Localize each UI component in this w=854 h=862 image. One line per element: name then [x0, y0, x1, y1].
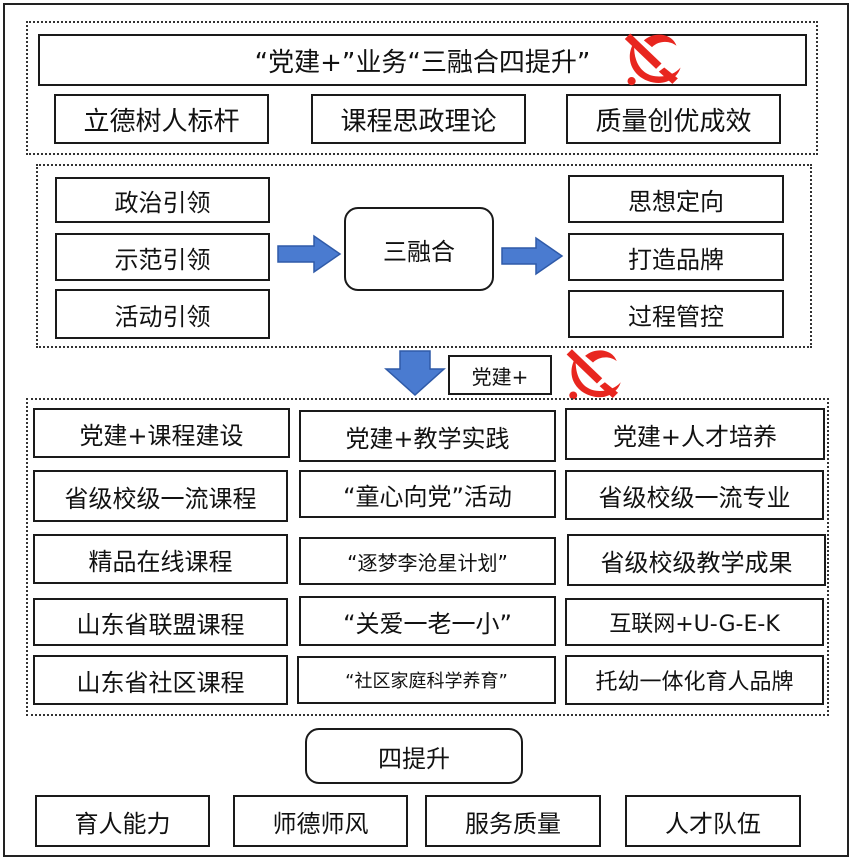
column-2-item-1: “童心向党”活动: [299, 470, 556, 518]
party-emblem-icon: [566, 349, 621, 400]
fusion-center: 三融合: [344, 207, 494, 291]
four-item-4: 人才队伍: [625, 795, 801, 847]
four-title: 四提升: [305, 728, 523, 784]
column-3-item-2: 省级校级教学成果: [567, 534, 826, 586]
column-2-item-3: “关爱一老一小”: [299, 596, 556, 646]
column-3-head: 党建+人才培养: [565, 408, 825, 460]
fusion-right-1: 思想定向: [568, 175, 784, 223]
column-3-item-1: 省级校级一流专业: [565, 470, 824, 520]
header-title: “党建+”业务“三融合四提升”: [38, 34, 807, 86]
arrow-right-icon: [277, 234, 342, 274]
four-item-2: 师德师风: [233, 795, 408, 847]
columns-section: [26, 398, 829, 716]
column-2-item-2: “逐梦李沧星计划”: [299, 537, 556, 585]
four-item-1: 育人能力: [35, 795, 210, 847]
header-sub-1: 立德树人标杆: [54, 94, 269, 144]
column-3-item-4: 托幼一体化育人品牌: [565, 655, 824, 705]
header-section: [26, 21, 818, 155]
party-emblem-icon: [624, 33, 681, 86]
party-plus-label: 党建+: [448, 355, 552, 395]
column-1-head: 党建+课程建设: [33, 408, 290, 458]
fusion-right-2: 打造品牌: [568, 233, 784, 281]
header-sub-3: 质量创优成效: [566, 94, 781, 144]
outer-frame: [3, 3, 849, 857]
column-1-item-4: 山东省社区课程: [33, 655, 288, 705]
column-2-item-4: “社区家庭科学养育”: [297, 656, 556, 704]
fusion-left-2: 示范引领: [55, 233, 270, 281]
column-3-item-3: 互联网+U-G-E-K: [565, 598, 824, 646]
arrow-right-icon: [501, 236, 564, 276]
column-2-head: 党建+教学实践: [299, 410, 556, 462]
column-1-item-1: 省级校级一流课程: [33, 470, 288, 522]
column-1-item-2: 精品在线课程: [33, 534, 288, 584]
arrow-down-icon: [384, 350, 446, 397]
header-sub-2: 课程思政理论: [311, 94, 526, 144]
column-1-item-3: 山东省联盟课程: [33, 598, 288, 646]
fusion-right-3: 过程管控: [568, 290, 784, 338]
four-item-3: 服务质量: [425, 795, 601, 847]
fusion-section: [36, 164, 812, 348]
fusion-left-1: 政治引领: [55, 177, 270, 223]
fusion-left-3: 活动引领: [55, 289, 270, 339]
